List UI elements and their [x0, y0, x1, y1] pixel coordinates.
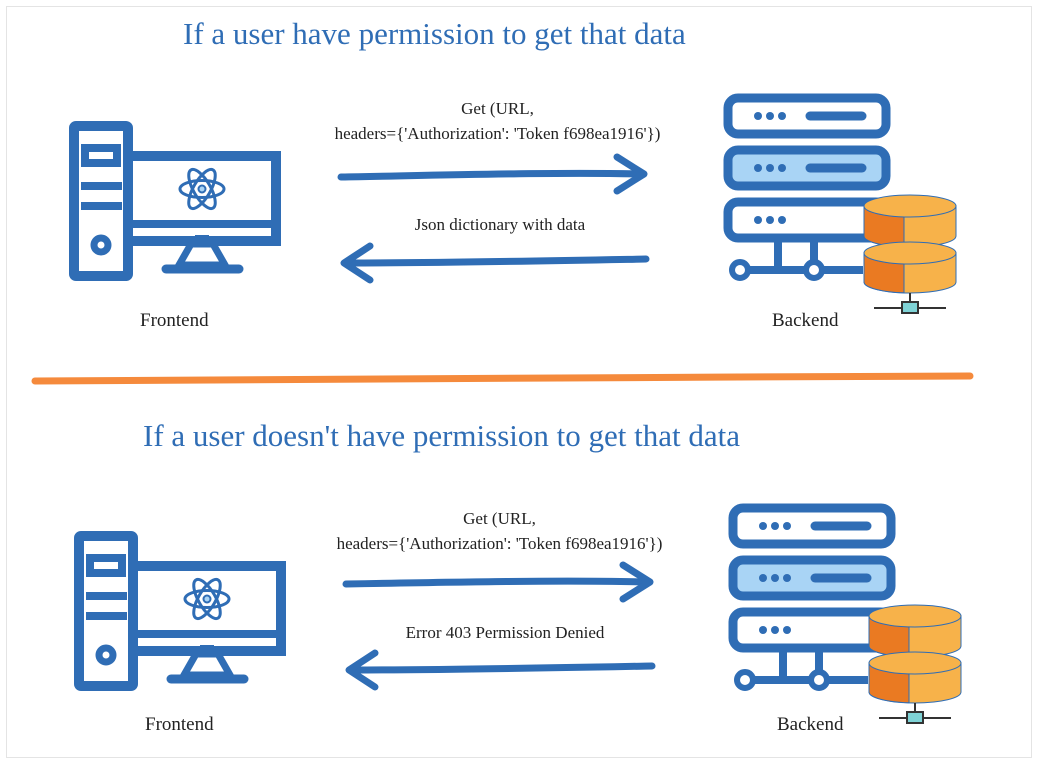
section-divider [31, 372, 974, 385]
desktop-computer-icon [79, 536, 281, 686]
backend-caption-bottom: Backend [777, 714, 844, 735]
response-label-top: Json dictionary with data [414, 215, 586, 234]
request-label-bottom: Get (URL, headers={'Authorization': 'Tok… [292, 506, 707, 556]
response-arrow-top [340, 242, 650, 284]
frontend-caption-top: Frontend [140, 310, 209, 331]
request-label-top: Get (URL, headers={'Authorization': 'Tok… [290, 96, 705, 146]
server-rack-icon [728, 98, 956, 313]
desktop-computer-icon [74, 126, 276, 276]
section-title-permitted: If a user have permission to get that da… [183, 16, 686, 51]
diagram-frame [6, 6, 1032, 758]
request-line1: Get (URL, [463, 509, 536, 528]
request-arrow-top [337, 153, 648, 195]
request-line1: Get (URL, [461, 99, 534, 118]
server-rack-icon [733, 508, 961, 723]
backend-caption-top: Backend [772, 310, 839, 331]
response-arrow-bottom [345, 649, 656, 691]
frontend-caption-bottom: Frontend [145, 714, 214, 735]
request-line2: headers={'Authorization': 'Token f698ea1… [334, 124, 661, 143]
request-line2: headers={'Authorization': 'Token f698ea1… [336, 534, 663, 553]
section-title-denied: If a user doesn't have permission to get… [143, 418, 740, 453]
request-arrow-bottom [342, 561, 654, 603]
response-label-bottom: Error 403 Permission Denied [405, 623, 605, 642]
